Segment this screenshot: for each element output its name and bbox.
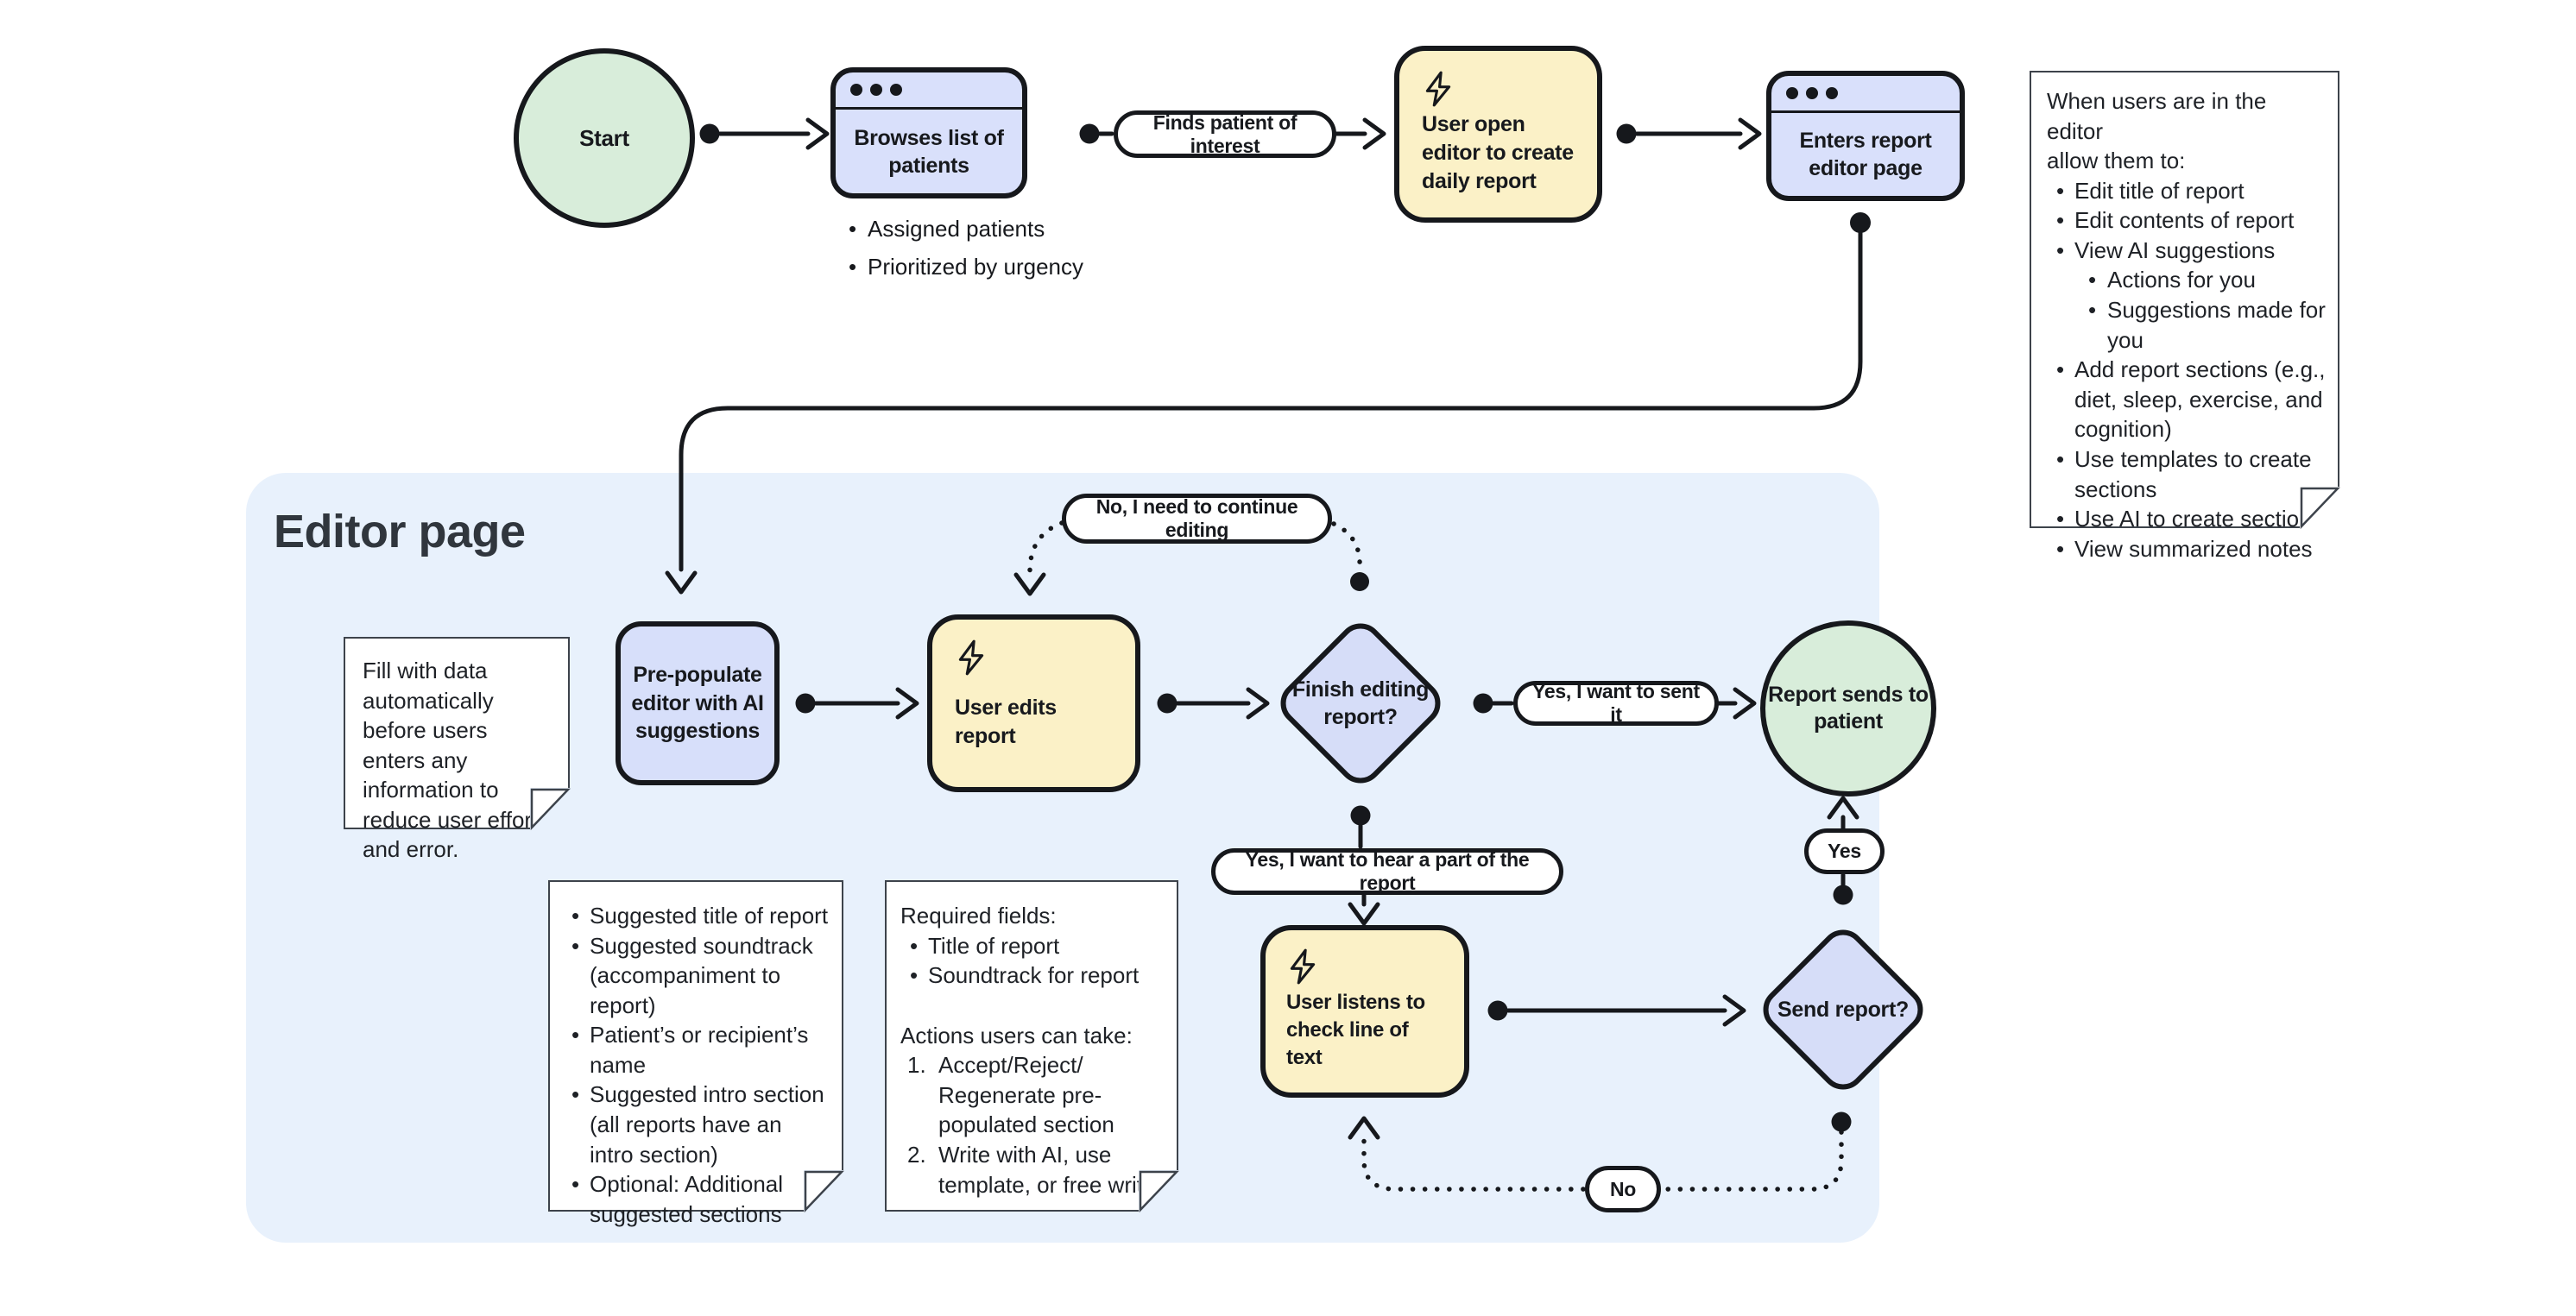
prepopulate-label: Pre-populate editor with AI suggestions [631, 663, 764, 744]
enters-editor-card[interactable]: Enters report editor page [1766, 71, 1965, 201]
lightning-icon [1425, 71, 1451, 107]
allow-note-intro: When users are in the editor allow them … [2047, 88, 2267, 174]
suggestions-note[interactable]: Suggested title of report Suggested soun… [548, 880, 844, 1227]
window-titlebar [836, 72, 1022, 110]
allow-note-item: Add report sections (e.g., diet, sleep, … [2047, 355, 2326, 444]
suggestions-item: Suggested intro section (all reports hav… [562, 1080, 830, 1169]
yes-send-pill[interactable]: Yes, I want to sent it [1513, 680, 1719, 726]
browse-patients-label: Browses list of patients [854, 125, 1004, 178]
action-item: Accept/Reject/ Regenerate pre-populated … [907, 1050, 1114, 1138]
hear-part-label: Yes, I want to hear a part of the report [1245, 848, 1530, 894]
suggestions-item: Optional: Additional suggested sections [562, 1169, 830, 1229]
no-continue-pill[interactable]: No, I need to continue editing [1062, 494, 1332, 544]
required-field: Soundtrack for report [900, 960, 1165, 991]
suggestions-item: Patient’s or recipient’s name [562, 1020, 830, 1080]
annotation-line: Assigned patients [842, 216, 1135, 242]
allow-note-subitem: Actions for you [2074, 265, 2326, 295]
required-heading: Required fields: [900, 903, 1057, 929]
finish-editing-label: Finish editing report? [1291, 677, 1430, 730]
no-label: No [1609, 1177, 1637, 1200]
window-dot-icon [1806, 87, 1818, 99]
allow-note-item: View summarized notes [2047, 534, 2326, 564]
report-sends-node[interactable]: Report sends to patient [1760, 620, 1936, 797]
open-editor-card[interactable]: User open editor to create daily report [1394, 46, 1602, 223]
required-note[interactable]: Required fields: Title of report Soundtr… [885, 880, 1179, 1212]
action-item: Write with AI, use template, or free wri… [907, 1140, 1156, 1198]
allow-note-item: Use AI to create sections [2047, 504, 2326, 534]
window-dot-icon [1786, 87, 1798, 99]
start-node[interactable]: Start [514, 48, 695, 228]
lightning-icon [958, 639, 984, 676]
yes-send-label: Yes, I want to sent it [1532, 680, 1700, 726]
finds-patient-label: Finds patient of interest [1152, 110, 1297, 157]
editor-page-title: Editor page [274, 506, 526, 557]
send-report-label: Send report? [1777, 997, 1909, 1022]
open-editor-label: User open editor to create daily report [1422, 112, 1574, 193]
window-dot-icon [890, 84, 902, 96]
suggestions-item: Suggested title of report [562, 901, 830, 931]
allow-note-item: Edit title of report [2047, 176, 2326, 206]
actions-heading: Actions users can take: [900, 1022, 1133, 1048]
user-listens-card[interactable]: User listens to check line of text [1260, 925, 1469, 1098]
fill-note-text: Fill with data automatically before user… [363, 658, 539, 863]
note-fold [529, 787, 571, 830]
editor-allow-note[interactable]: When users are in the editor allow them … [2030, 71, 2340, 564]
browse-patients-card[interactable]: Browses list of patients [830, 67, 1027, 198]
suggestions-item: Suggested soundtrack (accompaniment to r… [562, 931, 830, 1021]
lightning-icon [1290, 948, 1316, 985]
note-fold [2299, 486, 2340, 529]
allow-note-subitem: Suggestions made for you [2074, 295, 2326, 355]
window-dot-icon [850, 84, 862, 96]
user-edits-card[interactable]: User edits report [927, 614, 1140, 792]
report-sends-label: Report sends to patient [1768, 682, 1929, 734]
no-pill[interactable]: No [1585, 1166, 1661, 1212]
window-titlebar [1771, 76, 1960, 113]
finds-patient-pill[interactable]: Finds patient of interest [1114, 110, 1336, 158]
required-field: Title of report [900, 931, 1165, 961]
no-continue-label: No, I need to continue editing [1095, 495, 1298, 541]
yes-pill[interactable]: Yes [1804, 828, 1885, 874]
yes-label: Yes [1828, 840, 1861, 862]
browse-annotation[interactable]: Assigned patients Prioritized by urgency [842, 216, 1135, 292]
enters-editor-label: Enters report editor page [1799, 129, 1932, 180]
start-label: Start [579, 124, 629, 151]
hear-part-pill[interactable]: Yes, I want to hear a part of the report [1211, 848, 1563, 895]
annotation-line: Prioritized by urgency [842, 254, 1135, 280]
user-listens-label: User listens to check line of text [1286, 991, 1425, 1069]
note-fold [803, 1169, 844, 1212]
allow-note-item: View AI suggestions Actions for you Sugg… [2047, 236, 2326, 355]
user-edits-label: User edits report [955, 696, 1057, 748]
note-fold [1138, 1169, 1179, 1212]
prepopulate-card[interactable]: Pre-populate editor with AI suggestions [616, 621, 780, 785]
window-dot-icon [1826, 87, 1838, 99]
allow-note-item: Edit contents of report [2047, 205, 2326, 236]
fill-note[interactable]: Fill with data automatically before user… [344, 637, 571, 862]
window-dot-icon [870, 84, 882, 96]
allow-note-item: Use templates to create sections [2047, 444, 2326, 504]
